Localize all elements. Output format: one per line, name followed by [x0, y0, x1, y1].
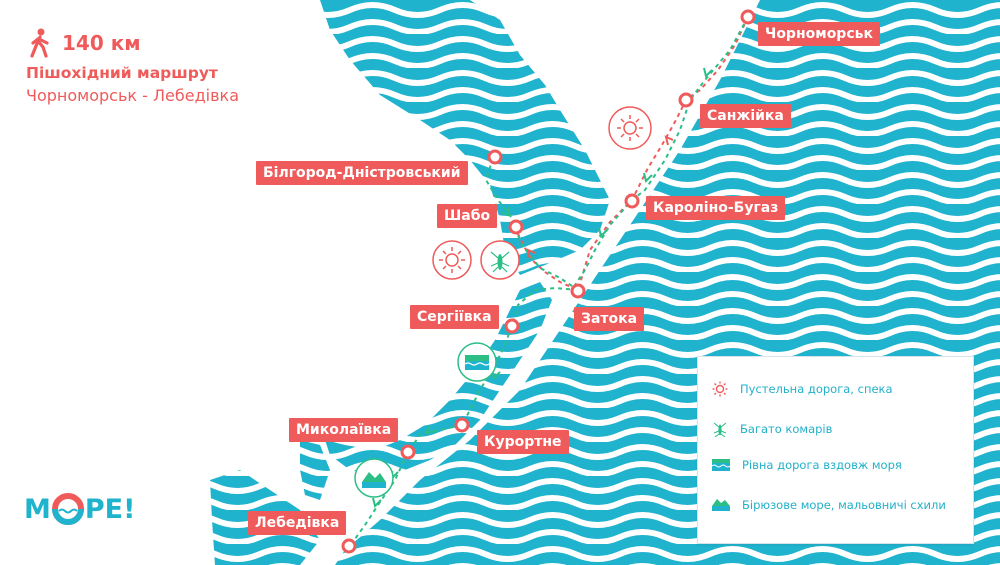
route-red: [514, 16, 749, 292]
route-type: Пішохідний маршрут: [26, 64, 218, 82]
route-green-lower: [349, 286, 579, 547]
place-label-bilhorod: Білгород-Дністровський: [256, 161, 468, 185]
distance-row: 140 км: [26, 26, 239, 60]
legend-label: Рівна дорога вздовж моря: [742, 458, 902, 472]
place-label-mykolaivka: Миколаївка: [289, 418, 399, 442]
place-label-lebedivka: Лебедівка: [248, 511, 347, 535]
legend-item: Рівна дорога вздовж моря: [712, 458, 902, 472]
turquoise-sea-icon: [712, 499, 730, 511]
place-label-kurortne: Курортне: [477, 430, 569, 454]
seaside-road-icon: [712, 459, 730, 471]
place-label-sanzhiyka: Санжійка: [700, 104, 791, 128]
waypoints: [341, 9, 756, 554]
legend-label: Багато комарів: [740, 422, 833, 436]
more-logo: M PE!: [24, 493, 135, 525]
sun-icon: [432, 240, 472, 280]
route-arrows: [372, 67, 713, 508]
legend-item: Бірюзове море, мальовничі схили: [712, 498, 946, 512]
place-label-chornomorsk: Чорноморськ: [758, 22, 880, 46]
mosquito-icon: [713, 422, 727, 437]
route-green-upper: [574, 16, 749, 286]
budak-lagoon: [325, 282, 552, 475]
legend-item: Багато комарів: [712, 421, 832, 437]
place-label-shabo: Шабо: [437, 204, 498, 228]
route-name: Чорноморськ - Лебедівка: [26, 86, 240, 105]
logo-letter-m: M: [24, 493, 51, 525]
legend-item: Пустельна дорога, спека: [712, 381, 893, 397]
legend-label: Бірюзове море, мальовничі схили: [742, 498, 946, 512]
mosquito-icon: [480, 240, 520, 280]
route-header: 140 км Пішохідний маршрут Чорноморськ - …: [26, 26, 239, 105]
turquoise-sea-icon: [354, 458, 394, 498]
place-label-zatoka: Затока: [574, 307, 645, 331]
legend-label: Пустельна дорога, спека: [740, 382, 893, 396]
sun-icon: [608, 106, 652, 150]
seaside-road-icon: [457, 342, 497, 382]
place-label-serhiivka: Сергіївка: [410, 305, 499, 329]
lifebuoy-icon: [51, 493, 84, 525]
legend: Пустельна дорога, спека Багато комарів Р…: [697, 356, 974, 544]
distance-text: 140 км: [62, 31, 141, 55]
dniester-estuary: [320, 0, 610, 275]
place-label-karolino-buhaz: Кароліно-Бугаз: [646, 196, 786, 220]
logo-letters-end: PE!: [84, 493, 136, 525]
sun-icon: [712, 381, 728, 397]
walker-icon: [30, 28, 49, 58]
